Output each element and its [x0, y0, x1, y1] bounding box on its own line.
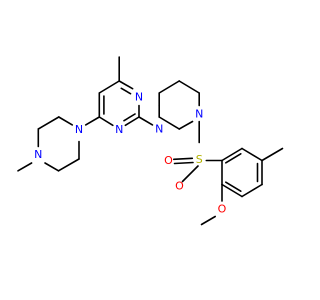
bond-double-inner: [123, 113, 136, 122]
bond: [221, 183, 243, 198]
bond: [98, 116, 114, 127]
diagram-background: [0, 0, 300, 300]
bond: [221, 147, 243, 162]
bond: [57, 116, 74, 126]
atom-oxygen-methoxy: O: [218, 203, 227, 216]
bond: [241, 147, 263, 162]
atom-nitrogen-piperazine-attach: N: [155, 123, 163, 136]
bond: [138, 116, 154, 126]
atom-oxygen-sulfonyl-lower: O: [175, 180, 184, 193]
bond: [158, 116, 180, 130]
bond: [181, 165, 199, 183]
atom-labels: N N N N N N S O O O: [34, 91, 226, 216]
bond: [84, 116, 101, 126]
bond-double: [173, 161, 194, 165]
bond: [158, 80, 180, 94]
bond: [44, 162, 60, 172]
bond-double-inner: [225, 153, 242, 164]
bond: [124, 116, 140, 127]
bond: [178, 120, 194, 130]
bond-methyl: [200, 215, 216, 226]
bond: [118, 80, 134, 90]
atom-nitrogen-methylpiperazine-methyl: N: [34, 148, 42, 161]
atom-sulfur-sulfonyl: S: [196, 153, 203, 166]
bond: [241, 183, 263, 198]
bond: [178, 80, 200, 94]
bond-double: [173, 157, 194, 161]
bond-double-inner: [120, 87, 132, 95]
atom-nitrogen-pyrimidine-3: N: [135, 91, 143, 104]
bond: [98, 80, 120, 94]
molecule-structure-diagram: N N N N N N S O O O: [0, 0, 300, 300]
bond-double-inner: [225, 181, 242, 192]
atom-nitrogen-pyrimidine-1: N: [115, 123, 123, 136]
bond-methyl: [17, 162, 33, 172]
atom-nitrogen-piperazine-sulfonyl: N: [195, 108, 203, 121]
atom-nitrogen-methylpiperazine-attach: N: [75, 123, 83, 136]
bond: [57, 158, 80, 172]
bond: [37, 116, 60, 130]
bond-lines: [17, 56, 284, 226]
atom-oxygen-sulfonyl-upper: O: [164, 154, 173, 167]
bond-methyl: [261, 147, 284, 162]
